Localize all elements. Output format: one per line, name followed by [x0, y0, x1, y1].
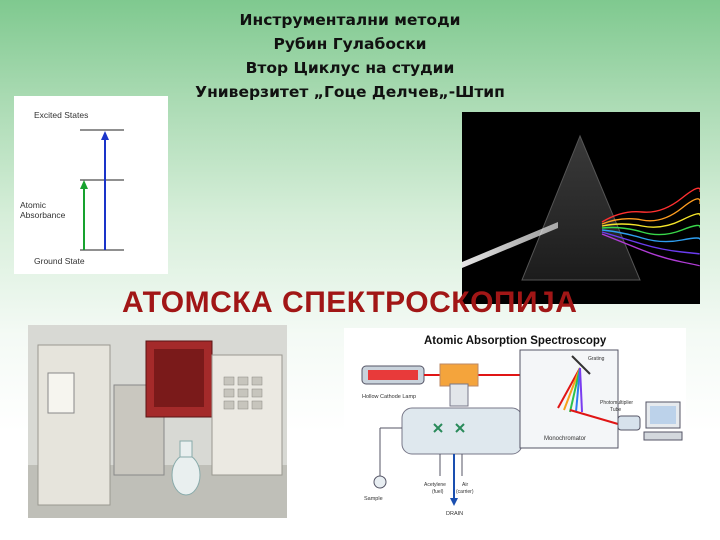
white-light-beam — [462, 222, 558, 268]
slide-title: АТОМСКА СПЕКТРОСКОПИЈА — [122, 286, 578, 319]
flame-region — [439, 363, 479, 387]
excited-states-label: Excited States — [34, 110, 88, 120]
absorbance-label: Absorbance — [20, 210, 66, 220]
sample-vial — [373, 475, 387, 489]
instrument-panel — [47, 372, 75, 414]
prism-dispersion-image — [462, 112, 700, 304]
dispersed-spectrum — [557, 367, 583, 413]
air-sublabel: (carrier) — [456, 489, 474, 495]
computer-base — [643, 431, 683, 441]
grating-label: Grating — [588, 356, 605, 362]
keypad — [223, 376, 263, 410]
monochromator-label: Monochromator — [544, 436, 586, 442]
sample-flask — [171, 454, 201, 496]
fuel-sublabel: (fuel) — [432, 489, 444, 495]
atomic-label: Atomic — [20, 200, 47, 210]
fuel-label: Acetylene — [424, 482, 446, 488]
header-author: Рубин Гулабоски — [273, 35, 427, 53]
grating — [571, 355, 591, 375]
header-study-cycle: Втор Циклус на студии — [245, 59, 455, 77]
header-university: Универзитет „Гоце Делчев„-Штип — [195, 83, 505, 101]
ground-state-label: Ground State — [34, 256, 85, 266]
detector-sublabel: Tube — [610, 407, 621, 413]
header-course: Инструментални методи — [239, 11, 461, 29]
nebulizer-fans — [433, 423, 465, 433]
instrument-left-unit — [37, 344, 111, 506]
drain-label: DRAIN — [446, 511, 463, 517]
detector-label: Photomultiplier — [600, 400, 633, 406]
aas-schematic-diagram: Atomic Absorption Spectroscopy Hollow Ca… — [344, 328, 686, 518]
prism-shape — [521, 134, 641, 281]
excitation-arrowhead — [101, 131, 109, 140]
absorbance-arrowhead — [80, 180, 88, 189]
aas-instrument-photo — [28, 325, 287, 518]
slide-header: Инструментални методи Рубин Гулабоски Вт… — [170, 8, 530, 104]
energy-level-diagram: Excited States Atomic Absorbance Ground … — [14, 96, 168, 274]
control-unit — [211, 354, 283, 476]
lamp-label: Hollow Cathode Lamp — [362, 394, 416, 400]
air-label: Air — [462, 482, 468, 488]
sample-label: Sample — [364, 496, 383, 502]
photomultiplier-tube — [617, 415, 641, 431]
schematic-title: Atomic Absorption Spectroscopy — [424, 335, 607, 347]
spectrum-rays — [601, 187, 700, 267]
